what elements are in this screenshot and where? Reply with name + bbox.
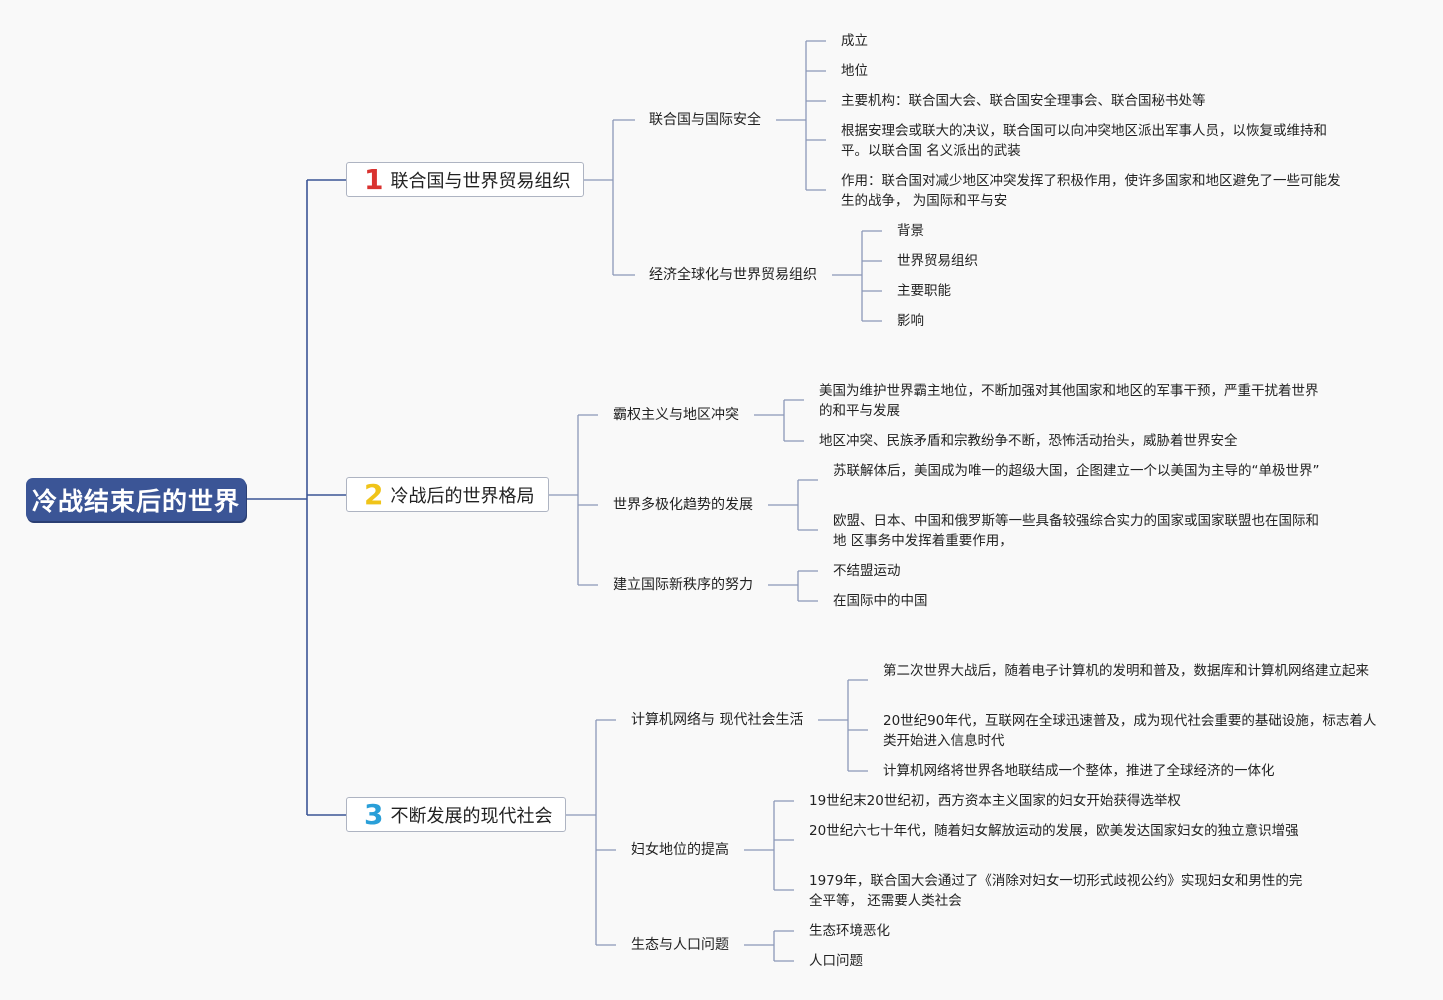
leaf-item[interactable]: 地区冲突、民族矛盾和宗教纷争不断，恐怖活动抬头，威胁着世界安全 xyxy=(819,433,1238,449)
root-title: 冷战结束后的世界 xyxy=(31,486,240,516)
root-topic[interactable]: 冷战结束后的世界 xyxy=(26,478,246,521)
subtopic-computer-network[interactable]: 计算机网络与 现代社会生活 xyxy=(631,712,804,728)
branch-3-number: 3 xyxy=(364,797,384,831)
leaf-item[interactable]: 20世纪六七十年代，随着妇女解放运动的发展，欧美发达国家妇女的独立意识增强 xyxy=(809,823,1299,839)
leaf-item[interactable]: 20世纪90年代，互联网在全球迅速普及，成为现代社会重要的基础设施，标志着人类开… xyxy=(883,713,1377,749)
leaf-item[interactable]: 美国为维护世界霸主地位，不断加强对其他国家和地区的军事干预，严重干扰着世界的和平… xyxy=(819,383,1319,419)
leaf-item[interactable]: 计算机网络将世界各地联结成一个整体，推进了全球经济的一体化 xyxy=(883,763,1275,779)
subtopic-un-security[interactable]: 联合国与国际安全 xyxy=(649,112,761,128)
leaf-item[interactable]: 19世纪末20世纪初，西方资本主义国家的妇女开始获得选举权 xyxy=(809,793,1181,809)
leaf-item[interactable]: 背景 xyxy=(897,223,924,239)
leaf-item[interactable]: 欧盟、日本、中国和俄罗斯等一些具备较强综合实力的国家或国家联盟也在国际和地 区事… xyxy=(833,513,1319,549)
leaf-item[interactable]: 第二次世界大战后，随着电子计算机的发明和普及，数据库和计算机网络建立起来 xyxy=(883,663,1369,679)
leaf-item[interactable]: 世界贸易组织 xyxy=(897,253,978,269)
branch-1-label: 联合国与世界贸易组织 xyxy=(390,170,571,192)
branch-3-label: 不断发展的现代社会 xyxy=(390,805,553,827)
leaf-item[interactable]: 生态环境恶化 xyxy=(809,923,890,939)
branch-2-number: 2 xyxy=(364,477,384,511)
leaf-item[interactable]: 影响 xyxy=(897,313,924,329)
branch-2-topic[interactable]: 2 冷战后的世界格局 xyxy=(346,477,549,512)
subtopic-new-order[interactable]: 建立国际新秩序的努力 xyxy=(613,577,753,593)
leaf-item[interactable]: 人口问题 xyxy=(809,953,863,969)
branch-1-topic[interactable]: 1 联合国与世界贸易组织 xyxy=(346,162,584,197)
leaf-item[interactable]: 主要机构：联合国大会、联合国安全理事会、联合国秘书处等 xyxy=(841,93,1206,109)
leaf-item[interactable]: 苏联解体后，美国成为唯一的超级大国，企图建立一个以美国为主导的“单极世界” xyxy=(833,463,1320,479)
subtopic-hegemony[interactable]: 霸权主义与地区冲突 xyxy=(613,407,739,423)
subtopic-multipolarity[interactable]: 世界多极化趋势的发展 xyxy=(613,497,753,513)
subtopic-women-status[interactable]: 妇女地位的提高 xyxy=(631,842,729,858)
subtopic-ecology-population[interactable]: 生态与人口问题 xyxy=(631,937,729,953)
leaf-item[interactable]: 地位 xyxy=(841,63,868,79)
leaf-item[interactable]: 作用：联合国对减少地区冲突发挥了积极作用，使许多国家和地区避免了一些可能发生的战… xyxy=(841,173,1341,209)
leaf-item[interactable]: 1979年，联合国大会通过了《消除对妇女一切形式歧视公约》实现妇女和男性的完全平… xyxy=(809,873,1303,909)
subtopic-globalization-wto[interactable]: 经济全球化与世界贸易组织 xyxy=(649,267,817,283)
leaf-item[interactable]: 主要职能 xyxy=(897,283,951,299)
branch-3-topic[interactable]: 3 不断发展的现代社会 xyxy=(346,797,566,832)
leaf-item[interactable]: 根据安理会或联大的决议，联合国可以向冲突地区派出军事人员，以恢复或维持和平。以联… xyxy=(841,123,1327,159)
leaf-item[interactable]: 不结盟运动 xyxy=(833,563,901,579)
branch-1-number: 1 xyxy=(364,162,384,196)
leaf-item[interactable]: 成立 xyxy=(841,33,868,49)
branch-2-label: 冷战后的世界格局 xyxy=(390,485,535,507)
leaf-item[interactable]: 在国际中的中国 xyxy=(833,593,928,609)
